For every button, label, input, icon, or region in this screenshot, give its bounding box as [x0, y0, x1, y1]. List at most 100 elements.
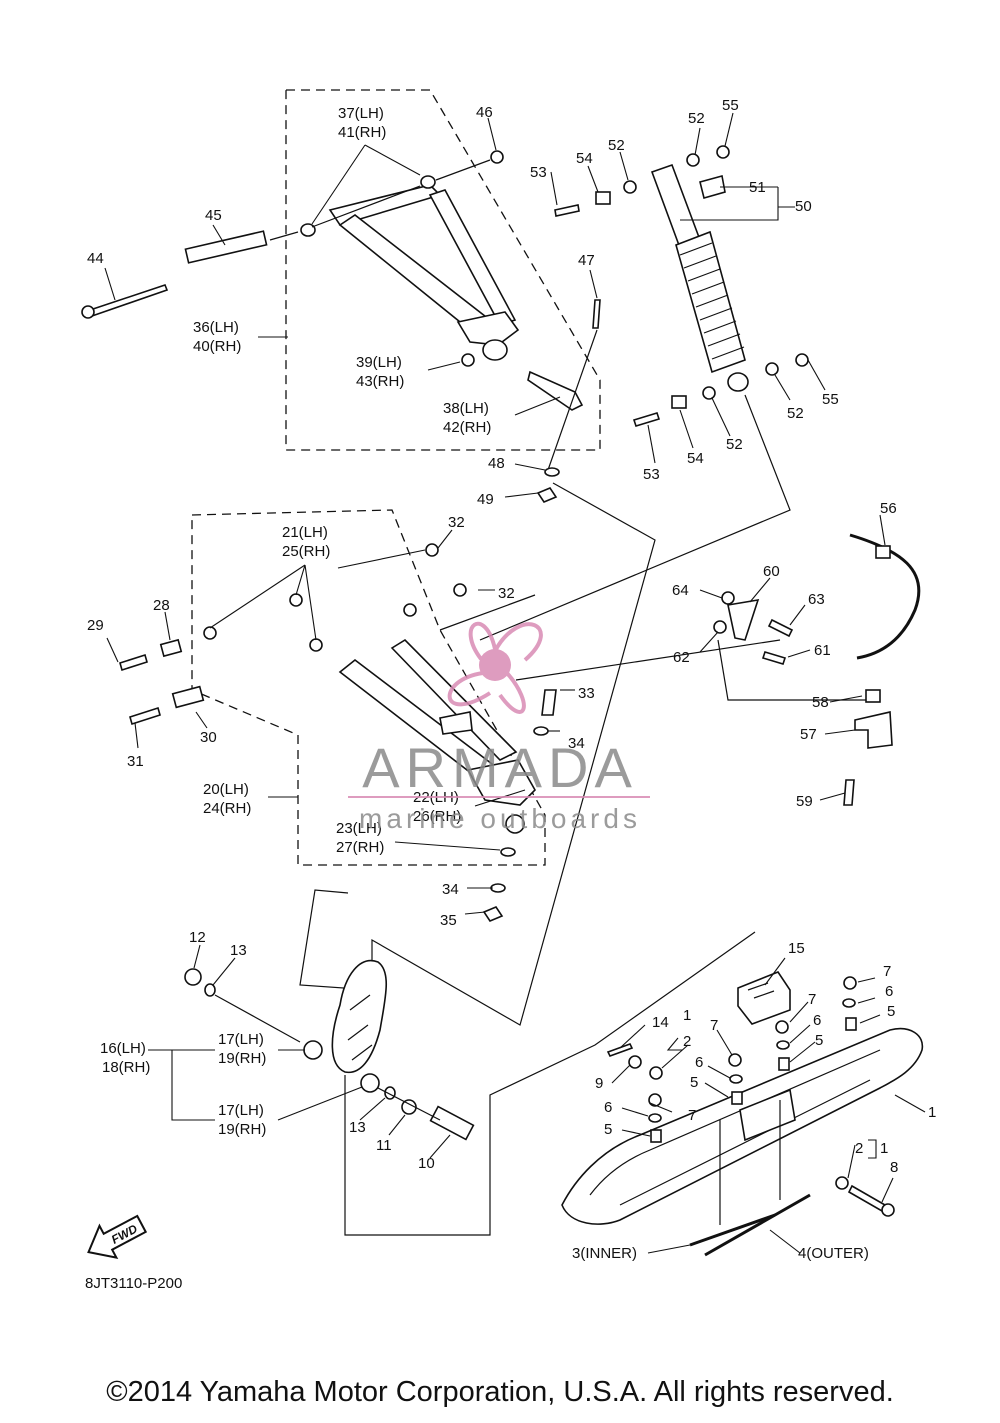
callout-10: 10 — [418, 1155, 435, 1172]
diagram-code: 8JT3110-P200 — [85, 1275, 182, 1292]
bolt-63 — [767, 618, 794, 638]
bolt-29 — [119, 653, 148, 672]
callout-20: 20(LH) — [203, 781, 249, 798]
callout-27: 27(RH) — [336, 839, 384, 856]
callout-5b: 5 — [815, 1032, 823, 1049]
callout-64: 64 — [672, 582, 689, 599]
callout-6d: 6 — [604, 1099, 612, 1116]
callout-36: 36(LH) — [193, 319, 239, 336]
callout-6a: 6 — [885, 983, 893, 1000]
callout-23: 23(LH) — [336, 820, 382, 837]
callout-34a: 34 — [568, 735, 585, 752]
bolt-33 — [541, 689, 557, 716]
callout-52d: 52 — [787, 405, 804, 422]
bushing-52-top — [623, 180, 637, 194]
callout-21: 21(LH) — [282, 524, 328, 541]
callout-55a: 55 — [722, 97, 739, 114]
callout-33: 33 — [578, 685, 595, 702]
nut-35 — [482, 906, 504, 922]
bushing-12 — [184, 968, 202, 986]
collar-5b — [778, 1057, 790, 1071]
callout-labels: 37(LH) 41(RH) 46 45 44 36(LH) 40(RH) 39(… — [87, 97, 936, 1262]
callout-19a: 19(RH) — [218, 1050, 266, 1067]
bushing-37 — [420, 175, 436, 189]
lower-arm-group-outline — [191, 509, 546, 866]
runner-4 — [704, 1193, 811, 1257]
callout-17b: 17(LH) — [218, 1102, 264, 1119]
callout-32a: 32 — [448, 514, 465, 531]
callout-16: 16(LH) — [100, 1040, 146, 1057]
callout-63: 63 — [808, 591, 825, 608]
callout-41: 41(RH) — [338, 124, 386, 141]
bushing-21c — [309, 638, 323, 652]
washer-6a — [842, 998, 856, 1008]
callout-53b: 53 — [643, 466, 660, 483]
callout-54b: 54 — [687, 450, 704, 467]
bushing-37b — [300, 223, 316, 237]
callout-8: 8 — [890, 1159, 898, 1176]
callout-5d: 5 — [604, 1121, 612, 1138]
washer-34a — [500, 847, 516, 857]
nut-7c — [728, 1053, 742, 1067]
bolt-head-8 — [881, 1203, 895, 1217]
callout-7d: 7 — [688, 1107, 696, 1124]
fwd-arrow: FWD — [87, 1214, 148, 1260]
washer-48 — [544, 467, 560, 477]
bushing-21b — [403, 603, 417, 617]
callout-25: 25(RH) — [282, 543, 330, 560]
callout-62: 62 — [673, 649, 690, 666]
nut-39 — [461, 353, 475, 367]
callout-31: 31 — [127, 753, 144, 770]
callout-2: 2 — [683, 1033, 691, 1050]
callout-59: 59 — [796, 793, 813, 810]
bracket-57 — [854, 711, 893, 749]
callout-12: 12 — [189, 929, 206, 946]
callout-51: 51 — [749, 179, 766, 196]
callout-29: 29 — [87, 617, 104, 634]
callout-30: 30 — [200, 729, 217, 746]
washer-6b — [776, 1040, 790, 1050]
callout-28: 28 — [153, 597, 170, 614]
nut-52-bot — [702, 386, 716, 400]
callout-40: 40(RH) — [193, 338, 241, 355]
nut-52-bot2 — [765, 362, 779, 376]
nut-7b — [775, 1020, 789, 1034]
callout-58: 58 — [812, 694, 829, 711]
callout-6b: 6 — [813, 1012, 821, 1029]
washer-13a — [204, 983, 216, 997]
nut-9 — [628, 1055, 642, 1069]
cable-end-56 — [875, 545, 891, 559]
washer-55-top — [716, 145, 730, 159]
bushing-17b — [360, 1073, 380, 1093]
bolt-59 — [843, 779, 855, 806]
callout-1c: 1 — [880, 1140, 888, 1157]
washer-34c — [533, 726, 549, 736]
callout-49: 49 — [477, 491, 494, 508]
bolt-31 — [129, 706, 161, 726]
ball-joint-23 — [505, 814, 525, 834]
bolt-47 — [592, 299, 601, 329]
nut-46 — [490, 150, 504, 164]
callout-42: 42(RH) — [443, 419, 491, 436]
callout-39: 39(LH) — [356, 354, 402, 371]
callout-44: 44 — [87, 250, 104, 267]
callout-52a: 52 — [608, 137, 625, 154]
callout-52b: 52 — [688, 110, 705, 127]
callout-37: 37(LH) — [338, 105, 384, 122]
washer-2 — [649, 1066, 663, 1080]
nut-32a — [425, 543, 439, 557]
callout-45: 45 — [205, 207, 222, 224]
callout-34b: 34 — [442, 881, 459, 898]
callout-7a: 7 — [883, 963, 891, 980]
callout-5a: 5 — [887, 1003, 895, 1020]
collar-54-top — [595, 191, 611, 205]
bushing-17a — [303, 1040, 323, 1060]
bolt-44 — [88, 284, 169, 318]
washer-6c — [729, 1074, 743, 1084]
callout-1b: 1 — [928, 1104, 936, 1121]
nut-64 — [721, 591, 735, 605]
callout-7b: 7 — [808, 991, 816, 1008]
washer-34b — [490, 883, 506, 893]
watermark: ARMADA marine outboards — [348, 621, 650, 834]
callout-2b: 2 — [855, 1140, 863, 1157]
